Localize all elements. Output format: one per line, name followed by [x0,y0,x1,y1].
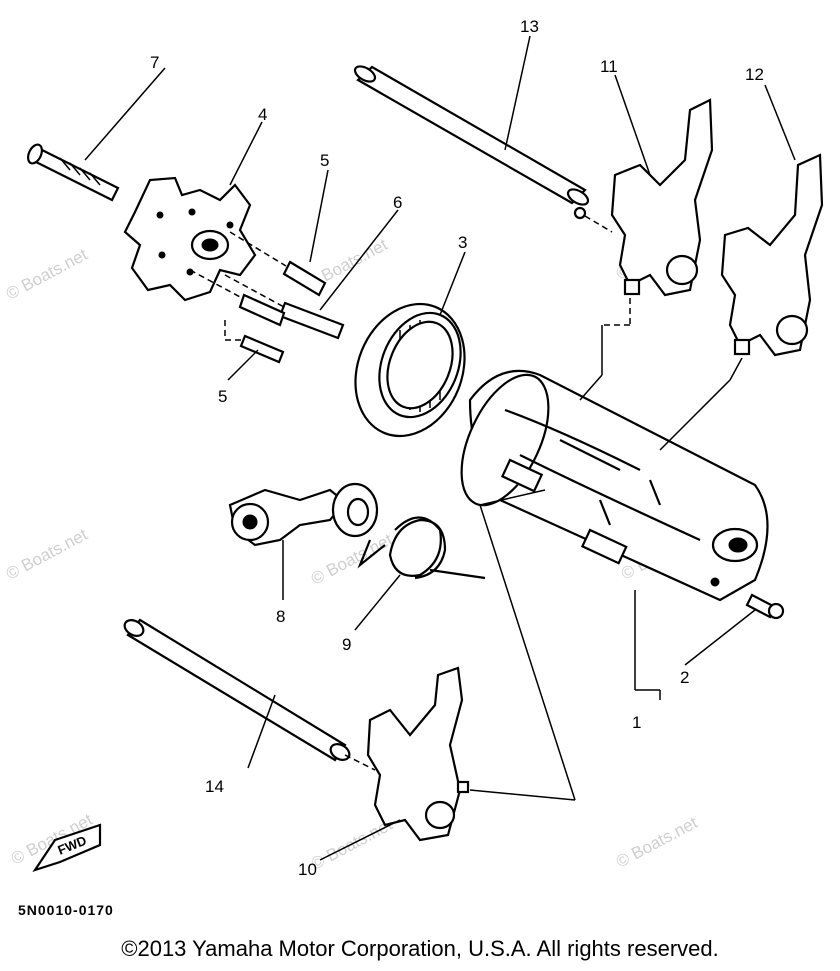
part-1-shift-cam [460,369,769,602]
part-12-shift-fork [659,153,824,451]
part-5-dowel-pin-middle [189,269,286,327]
part-label-7: 7 [150,53,159,72]
part-label-1: 1 [632,713,641,732]
part-number-labels: 7 4 5 6 3 5 13 11 12 8 9 2 1 14 10 [150,17,764,879]
part-label-14: 14 [205,777,224,796]
watermark: © Boats.net [3,525,91,584]
part-14-shift-fork-shaft [123,618,376,771]
part-label-5: 5 [218,387,227,406]
drawing-code: 5N0010-0170 [18,902,114,918]
part-3-bearing [354,302,466,438]
watermark: © Boats.net [3,245,91,304]
part-label-5: 5 [320,151,329,170]
part-10-shift-fork [366,666,470,842]
part-13-shift-fork-shaft [353,65,613,233]
part-5-dowel-pin-upper [229,231,327,297]
part-5-dowel-pin-lower [224,320,285,364]
fwd-arrow-icon: FWD [32,823,102,873]
part-9-spring [357,516,486,580]
part-label-2: 2 [680,668,689,687]
copyright-notice: ©2013 Yamaha Motor Corporation, U.S.A. A… [121,936,719,961]
part-11-shift-fork [579,98,714,401]
part-4-segment-plate [123,176,257,302]
part-label-10: 10 [298,860,317,879]
part-2-pin [745,593,785,620]
part-label-13: 13 [520,17,539,36]
part-label-6: 6 [393,193,402,212]
watermark: © Boats.net [308,530,396,589]
part-label-9: 9 [342,635,351,654]
part-8-shift-lever [228,482,379,547]
part-label-11: 11 [600,57,618,76]
part-7-bolt [27,143,120,202]
part-label-12: 12 [745,65,764,84]
part-label-3: 3 [458,233,467,252]
watermark: © Boats.net [613,813,701,872]
part-label-4: 4 [258,105,267,124]
leader-lines [84,35,796,861]
part-label-8: 8 [276,607,285,626]
